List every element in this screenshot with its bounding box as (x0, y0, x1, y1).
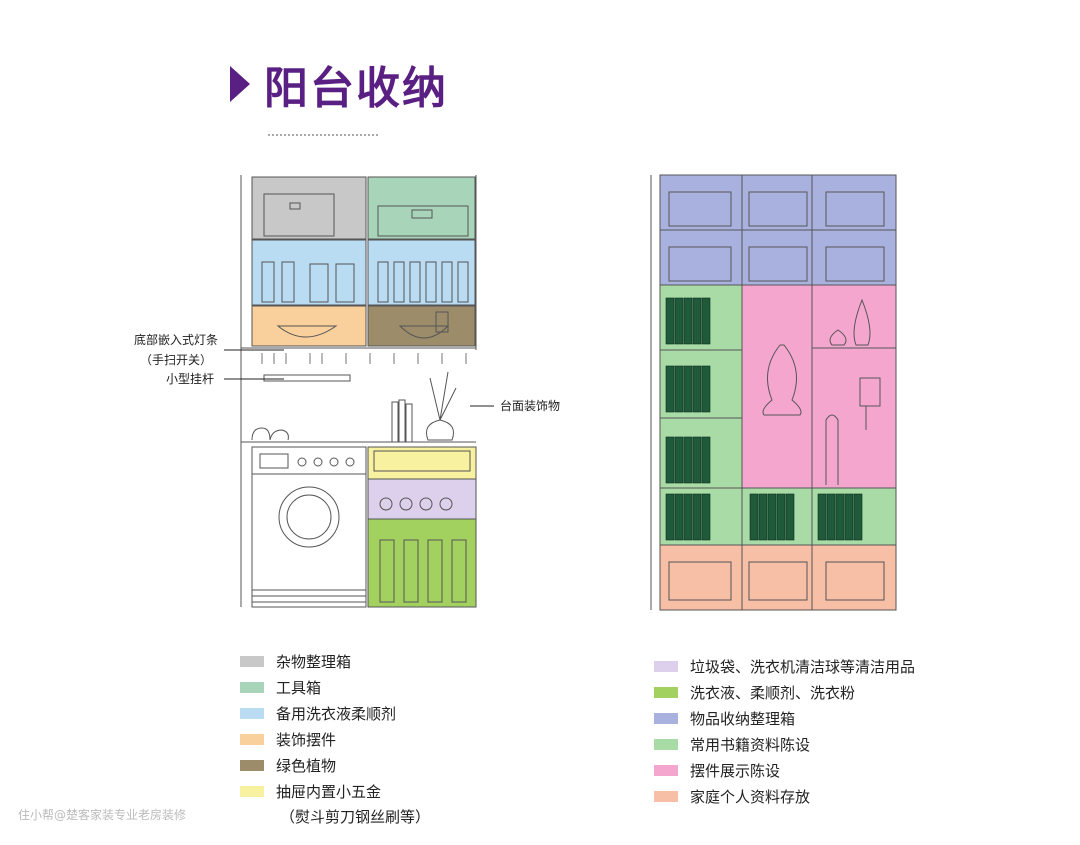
rod-callout: 小型挂杆 (166, 372, 215, 386)
legend-item: 杂物整理箱 (240, 648, 430, 674)
legend-label: 装饰摆件 (276, 730, 337, 749)
legend-swatch (654, 764, 678, 776)
deco-callout: 台面装饰物 (500, 399, 561, 413)
legend-label: 工具箱 (276, 678, 322, 697)
books-row-2 (665, 365, 711, 413)
watermark: 住小帮@楚客家装专业老房装修 (18, 808, 187, 822)
books-row-3 (665, 436, 711, 484)
legend-item: 摆件展示陈设 (654, 757, 915, 783)
legend-right: 垃圾袋、洗衣机清洁球等清洁用品 洗衣液、柔顺剂、洗衣粉 物品收纳整理箱 常用书籍… (654, 653, 915, 809)
legend-label: 常用书籍资料陈设 (690, 735, 811, 754)
legend-item: 垃圾袋、洗衣机清洁球等清洁用品 (654, 653, 915, 679)
light-strip-label: 底部嵌入式灯条 (133, 333, 218, 347)
books-row-1 (665, 297, 711, 345)
legend-swatch (654, 712, 678, 724)
legend-item: 装饰摆件 (240, 726, 430, 752)
legend-item: 家庭个人资料存放 (654, 783, 915, 809)
legend-swatch (240, 707, 264, 719)
legend-label: 抽屉内置小五金 (276, 782, 382, 801)
hanging-rod (263, 374, 351, 382)
legend-item: 抽屉内置小五金 (240, 778, 430, 804)
washing-machine (251, 446, 367, 608)
legend-sub-note: （熨斗剪刀钢丝刷等） (280, 808, 431, 826)
legend-label: 垃圾袋、洗衣机清洁球等清洁用品 (690, 657, 916, 676)
documents-zone (659, 544, 897, 611)
legend-label: 家庭个人资料存放 (690, 787, 811, 806)
legend-swatch (240, 759, 264, 771)
books-row-4 (665, 493, 863, 541)
display-zone (741, 284, 897, 489)
title-arrow-icon (230, 66, 250, 102)
legend-label: 绿色植物 (276, 756, 337, 775)
legend-label: 备用洗衣液柔顺剂 (276, 704, 397, 723)
legend-swatch (654, 660, 678, 672)
page-title: 阳台收纳 (264, 63, 448, 114)
legend-swatch (654, 738, 678, 750)
legend-item: 物品收纳整理箱 (654, 705, 915, 731)
legend-label: 杂物整理箱 (276, 652, 352, 671)
legend-swatch (240, 733, 264, 745)
legend-item: 洗衣液、柔顺剂、洗衣粉 (654, 679, 915, 705)
legend-left: 杂物整理箱 工具箱 备用洗衣液柔顺剂 装饰摆件 绿色植物 抽屉内置小五金 （熨斗… (240, 648, 430, 830)
legend-swatch (240, 681, 264, 693)
legend-item: 工具箱 (240, 674, 430, 700)
page-title-wrap: 阳台收纳 (230, 52, 448, 116)
legend-swatch (240, 655, 264, 667)
light-strip-callout: 底部嵌入式灯条 （手扫开关） (128, 330, 224, 370)
toolbox-zone (367, 176, 476, 240)
legend-label: 摆件展示陈设 (690, 761, 781, 780)
laundry-liquid-zone (367, 518, 477, 608)
spare-detergent-zone-a (251, 239, 367, 306)
spare-detergent-zone-b (367, 239, 476, 306)
legend-item: 绿色植物 (240, 752, 430, 778)
legend-swatch (654, 790, 678, 802)
legend-swatch (240, 785, 264, 797)
legend-label: 物品收纳整理箱 (690, 709, 796, 728)
light-strip-switch-label: （手扫开关） (139, 353, 212, 367)
legend-item: 常用书籍资料陈设 (654, 731, 915, 757)
legend-swatch (654, 686, 678, 698)
title-underline (268, 134, 378, 136)
legend-label: 洗衣液、柔顺剂、洗衣粉 (690, 683, 856, 702)
sundries-box-zone (251, 176, 367, 240)
legend-item: 备用洗衣液柔顺剂 (240, 700, 430, 726)
